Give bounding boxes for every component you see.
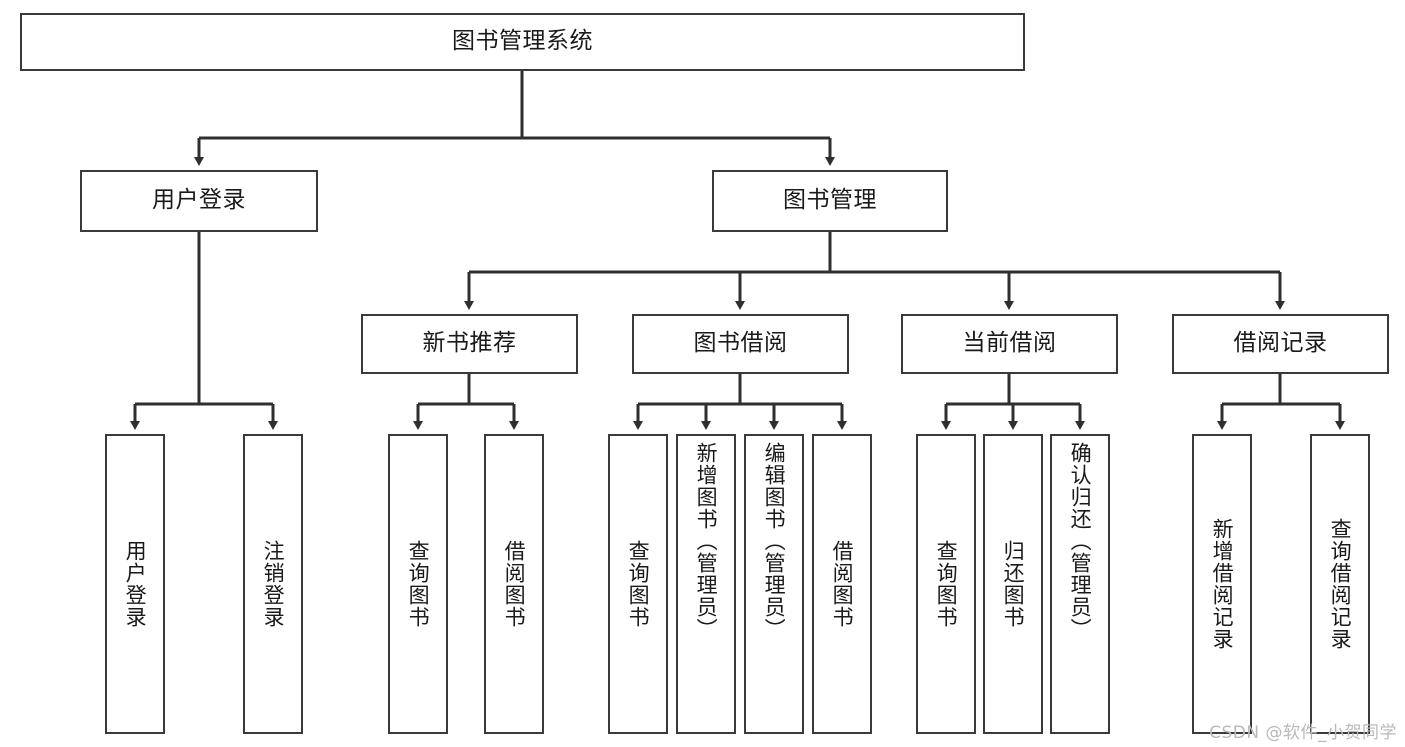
leaf-inner: 查询图书 — [390, 436, 446, 732]
leaf-label: 借阅图书 — [502, 540, 527, 628]
leaf-label: 新增借阅记录 — [1210, 518, 1235, 650]
node-new-book-recommend[interactable]: 新书推荐 — [361, 314, 578, 374]
leaf-inner: 查询图书 — [610, 436, 666, 732]
leaf-label: 查询图书 — [626, 540, 651, 628]
node-leaf-query-book-3[interactable]: 查询图书 — [916, 434, 976, 734]
node-book-manage[interactable]: 图书管理 — [712, 170, 948, 232]
node-leaf-logout[interactable]: 注销登录 — [243, 434, 303, 734]
leaf-inner: 查询借阅记录 — [1312, 436, 1368, 732]
node-leaf-query-book-2[interactable]: 查询图书 — [608, 434, 668, 734]
leaf-label: 用户登录 — [123, 540, 148, 628]
leaf-inner: 归还图书 — [985, 436, 1041, 732]
node-leaf-edit-book[interactable]: 编辑图书（管理员） — [744, 434, 804, 734]
leaf-label: 确认归还（管理员） — [1068, 442, 1093, 640]
leaf-inner: 查询图书 — [918, 436, 974, 732]
leaf-label: 查询图书 — [406, 540, 431, 628]
node-leaf-add-book[interactable]: 新增图书（管理员） — [676, 434, 736, 734]
node-leaf-add-record[interactable]: 新增借阅记录 — [1192, 434, 1252, 734]
leaf-inner: 确认归还（管理员） — [1052, 436, 1108, 732]
node-root-system[interactable]: 图书管理系统 — [20, 13, 1025, 71]
node-leaf-query-book-1[interactable]: 查询图书 — [388, 434, 448, 734]
leaf-inner: 借阅图书 — [486, 436, 542, 732]
leaf-inner: 用户登录 — [107, 436, 163, 732]
node-leaf-borrow-book-2[interactable]: 借阅图书 — [812, 434, 872, 734]
node-current-borrow[interactable]: 当前借阅 — [901, 314, 1118, 374]
leaf-label: 归还图书 — [1001, 540, 1026, 628]
leaf-label: 新增图书（管理员） — [694, 442, 719, 640]
node-user-login[interactable]: 用户登录 — [80, 170, 318, 232]
leaf-inner: 新增借阅记录 — [1194, 436, 1250, 732]
node-leaf-confirm-return[interactable]: 确认归还（管理员） — [1050, 434, 1110, 734]
node-leaf-borrow-book-1[interactable]: 借阅图书 — [484, 434, 544, 734]
node-leaf-query-record[interactable]: 查询借阅记录 — [1310, 434, 1370, 734]
leaf-inner: 编辑图书（管理员） — [746, 436, 802, 732]
node-leaf-return-book[interactable]: 归还图书 — [983, 434, 1043, 734]
leaf-label: 注销登录 — [261, 540, 286, 628]
leaf-label: 编辑图书（管理员） — [762, 442, 787, 640]
leaf-label: 借阅图书 — [830, 540, 855, 628]
leaf-inner: 新增图书（管理员） — [678, 436, 734, 732]
leaf-inner: 注销登录 — [245, 436, 301, 732]
node-leaf-user-login[interactable]: 用户登录 — [105, 434, 165, 734]
leaf-label: 查询借阅记录 — [1328, 518, 1353, 650]
csdn-watermark: CSDN @软件_小贺同学 — [1209, 723, 1397, 743]
leaf-label: 查询图书 — [934, 540, 959, 628]
node-borrow-record[interactable]: 借阅记录 — [1172, 314, 1389, 374]
node-book-borrow[interactable]: 图书借阅 — [632, 314, 849, 374]
leaf-inner: 借阅图书 — [814, 436, 870, 732]
